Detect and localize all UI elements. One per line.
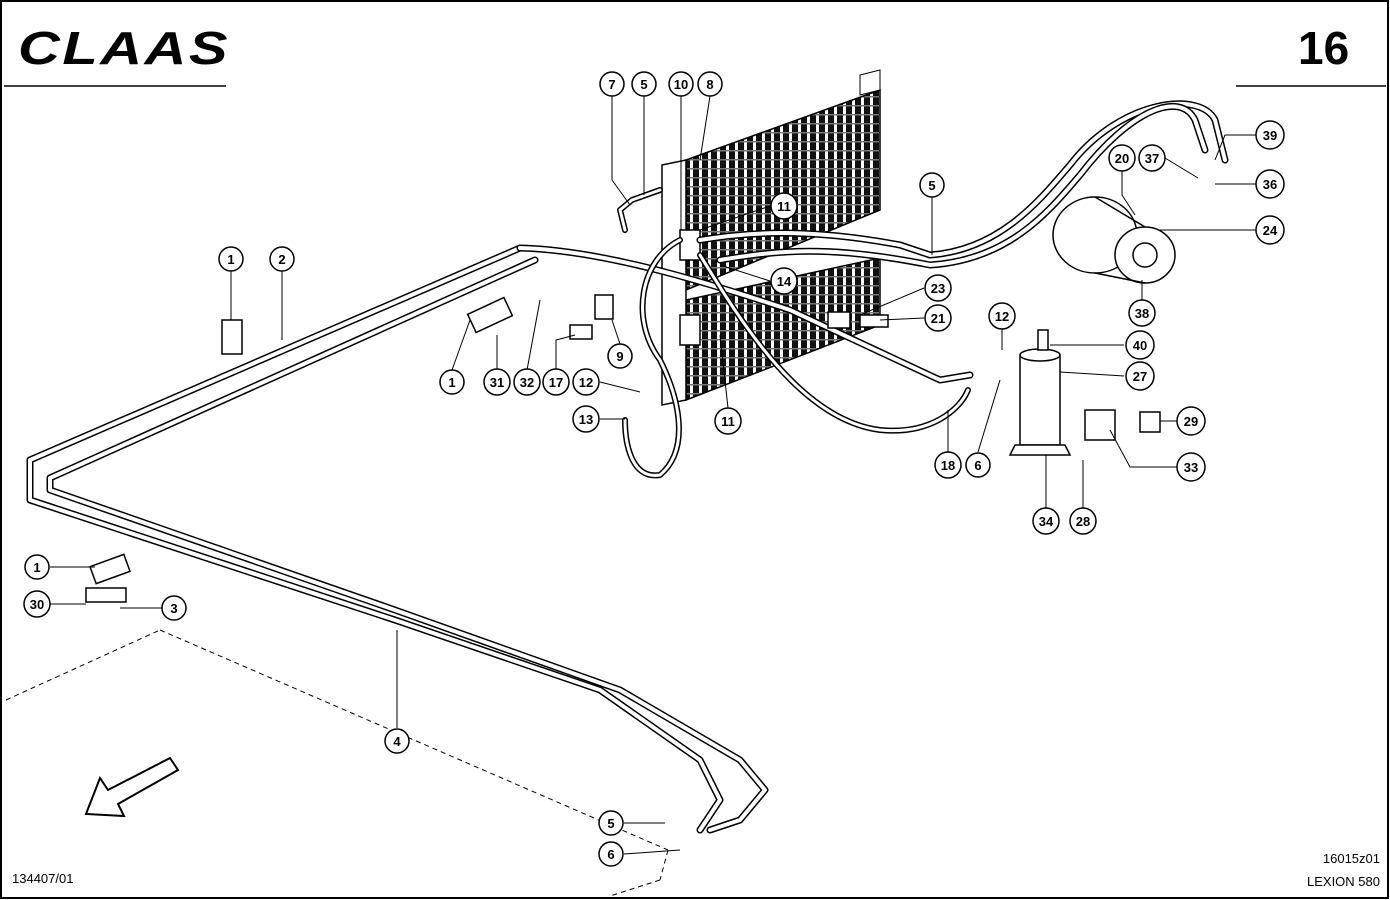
svg-text:34: 34 bbox=[1039, 514, 1054, 529]
svg-text:36: 36 bbox=[1263, 177, 1277, 192]
svg-text:6: 6 bbox=[607, 847, 614, 862]
svg-text:4: 4 bbox=[393, 734, 401, 749]
svg-text:31: 31 bbox=[490, 375, 504, 390]
reference-outline bbox=[5, 629, 669, 897]
callout-40: 40 bbox=[1125, 330, 1155, 360]
svg-text:6: 6 bbox=[974, 458, 981, 473]
svg-text:1: 1 bbox=[448, 375, 455, 390]
callout-2: 2 bbox=[269, 246, 295, 272]
svg-text:5: 5 bbox=[928, 178, 935, 193]
callout-1b: 1 bbox=[439, 369, 465, 395]
callout-3: 3 bbox=[161, 595, 187, 621]
svg-text:12: 12 bbox=[579, 375, 593, 390]
callout-6a: 6 bbox=[965, 452, 991, 478]
callout-11b: 11 bbox=[714, 407, 742, 435]
claas-logo: CLAAS bbox=[18, 22, 230, 74]
callout-10: 10 bbox=[668, 71, 694, 97]
svg-text:23: 23 bbox=[931, 281, 945, 296]
svg-text:8: 8 bbox=[706, 77, 713, 92]
svg-text:37: 37 bbox=[1145, 151, 1159, 166]
model-name: LEXION 580 bbox=[1307, 874, 1380, 889]
callout-5c: 5 bbox=[598, 810, 624, 836]
svg-text:5: 5 bbox=[607, 816, 614, 831]
callout-4: 4 bbox=[384, 728, 410, 754]
callout-8: 8 bbox=[697, 71, 723, 97]
callout-12a: 12 bbox=[572, 368, 600, 396]
callout-39: 39 bbox=[1255, 120, 1285, 150]
callout-33: 33 bbox=[1176, 452, 1206, 482]
svg-text:5: 5 bbox=[640, 77, 647, 92]
svg-text:40: 40 bbox=[1133, 338, 1147, 353]
svg-text:30: 30 bbox=[30, 597, 44, 612]
figure-code: 16015z01 bbox=[1323, 851, 1380, 866]
callout-37: 37 bbox=[1138, 144, 1166, 172]
callout-29: 29 bbox=[1176, 406, 1206, 436]
compressor bbox=[1052, 196, 1176, 284]
callout-13: 13 bbox=[572, 405, 600, 433]
svg-text:12: 12 bbox=[995, 309, 1009, 324]
callout-23: 23 bbox=[924, 274, 952, 302]
svg-text:38: 38 bbox=[1135, 306, 1149, 321]
svg-text:11: 11 bbox=[777, 199, 791, 214]
callout-12b: 12 bbox=[988, 302, 1016, 330]
receiver-drier bbox=[1008, 329, 1072, 456]
svg-text:32: 32 bbox=[520, 375, 534, 390]
callout-17: 17 bbox=[542, 368, 570, 396]
drawing-reference: 134407/01 bbox=[12, 871, 73, 886]
svg-text:2: 2 bbox=[278, 252, 285, 267]
callout-6b: 6 bbox=[598, 841, 624, 867]
svg-text:33: 33 bbox=[1184, 460, 1198, 475]
callout-5a: 5 bbox=[631, 71, 657, 97]
svg-text:20: 20 bbox=[1115, 151, 1129, 166]
callout-24: 24 bbox=[1255, 215, 1285, 245]
callout-27: 27 bbox=[1125, 361, 1155, 391]
svg-text:39: 39 bbox=[1263, 128, 1277, 143]
callout-38: 38 bbox=[1128, 299, 1156, 327]
callout-34: 34 bbox=[1032, 507, 1060, 535]
svg-text:14: 14 bbox=[777, 274, 792, 289]
svg-text:9: 9 bbox=[616, 349, 623, 364]
callout-30: 30 bbox=[23, 590, 51, 618]
callout-28: 28 bbox=[1069, 507, 1097, 535]
callout-14: 14 bbox=[770, 267, 798, 295]
callout-1a: 1 bbox=[218, 246, 244, 272]
svg-text:28: 28 bbox=[1076, 514, 1090, 529]
clamps-and-brackets bbox=[85, 294, 1161, 603]
svg-text:21: 21 bbox=[931, 311, 945, 326]
hose-lines bbox=[26, 100, 1229, 834]
svg-text:3: 3 bbox=[170, 601, 177, 616]
svg-text:11: 11 bbox=[721, 414, 735, 429]
svg-text:17: 17 bbox=[549, 375, 563, 390]
callout-7: 7 bbox=[599, 71, 625, 97]
svg-text:18: 18 bbox=[941, 458, 955, 473]
callout-5b: 5 bbox=[919, 172, 945, 198]
callouts: 1 2 7 5 10 8 11 14 5 23 21 1 31 32 17 9 … bbox=[23, 71, 1285, 867]
leader-lines bbox=[50, 95, 1256, 855]
callout-9: 9 bbox=[607, 343, 633, 369]
direction-arrow-icon bbox=[84, 756, 180, 818]
svg-text:1: 1 bbox=[227, 252, 234, 267]
callout-20: 20 bbox=[1108, 144, 1136, 172]
callout-1c: 1 bbox=[24, 554, 50, 580]
callout-36: 36 bbox=[1255, 169, 1285, 199]
svg-text:29: 29 bbox=[1184, 414, 1198, 429]
svg-text:24: 24 bbox=[1263, 223, 1278, 238]
svg-text:7: 7 bbox=[608, 77, 615, 92]
callout-32: 32 bbox=[513, 368, 541, 396]
callout-31: 31 bbox=[483, 368, 511, 396]
svg-text:27: 27 bbox=[1133, 369, 1147, 384]
svg-text:10: 10 bbox=[674, 77, 688, 92]
page-number: 16 bbox=[1298, 22, 1349, 74]
callout-11a: 11 bbox=[770, 192, 798, 220]
callout-18: 18 bbox=[934, 451, 962, 479]
callout-21: 21 bbox=[924, 304, 952, 332]
svg-text:1: 1 bbox=[33, 560, 40, 575]
svg-text:13: 13 bbox=[579, 412, 593, 427]
